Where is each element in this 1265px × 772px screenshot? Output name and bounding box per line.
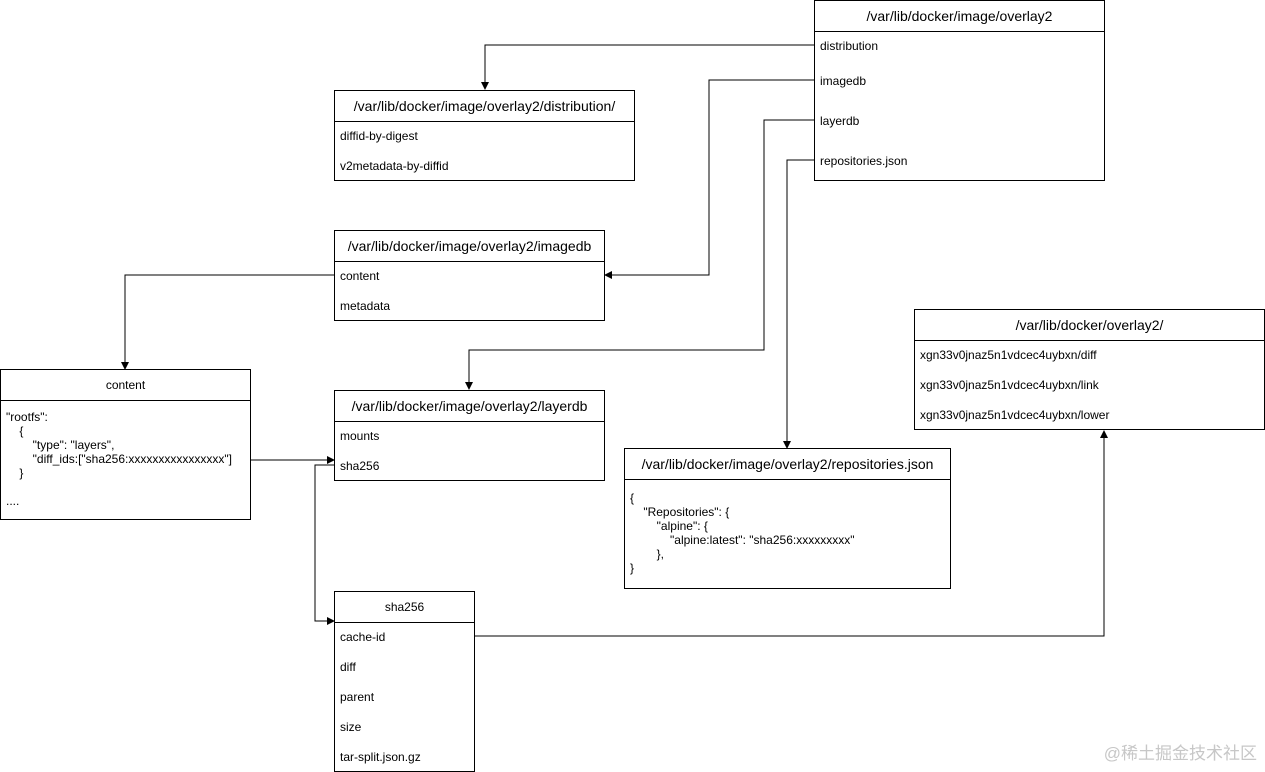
sha256-item-size: size <box>340 720 362 734</box>
sha256-title: sha256 <box>335 592 474 623</box>
imagedb-title: /var/lib/docker/image/overlay2/imagedb <box>335 231 604 262</box>
layerdb-item-sha256: sha256 <box>340 459 380 473</box>
imagedb-item-content: content <box>340 269 380 283</box>
overlay2-item-repositories: repositories.json <box>820 154 908 168</box>
sha256-item-diff: diff <box>340 660 356 674</box>
overlay2-item-imagedb: imagedb <box>820 74 867 88</box>
overlay2-item-layerdb: layerdb <box>820 114 860 128</box>
imagedb-item-metadata: metadata <box>340 299 391 313</box>
docker-overlay2-box: /var/lib/docker/overlay2/ xgn33v0jnaz5n1… <box>914 309 1265 430</box>
arrow-imagedb <box>604 79 815 279</box>
layerdb-box: /var/lib/docker/image/overlay2/layerdb m… <box>334 390 605 481</box>
sha256-item-cache-id: cache-id <box>340 630 386 644</box>
docker-overlay2-item-diff: xgn33v0jnaz5n1vdcec4uybxn/diff <box>920 348 1097 362</box>
overlay2-title: /var/lib/docker/image/overlay2 <box>815 1 1104 32</box>
overlay2-item-distribution: distribution <box>820 39 879 53</box>
content-json-body: "rootfs": { "type": "layers", "diff_ids:… <box>6 410 232 508</box>
arrow-repositories <box>783 159 815 449</box>
sha256-item-parent: parent <box>340 690 375 704</box>
content-title: content <box>1 370 250 401</box>
arrow-layerdb <box>465 119 815 390</box>
sha256-box: sha256 cache-id diff parent size tar-spl… <box>334 591 475 772</box>
arrow-sha256-overlay <box>474 430 1108 637</box>
distribution-item-v2metadata: v2metadata-by-diffid <box>340 159 449 173</box>
docker-overlay2-item-lower: xgn33v0jnaz5n1vdcec4uybxn/lower <box>920 408 1110 422</box>
repositories-box: /var/lib/docker/image/overlay2/repositor… <box>624 448 951 589</box>
repositories-title: /var/lib/docker/image/overlay2/repositor… <box>625 449 950 480</box>
watermark: @稀土掘金技术社区 <box>1103 744 1257 763</box>
overlay2-box: /var/lib/docker/image/overlay2 distribut… <box>814 0 1105 181</box>
distribution-title: /var/lib/docker/image/overlay2/distribut… <box>335 91 634 122</box>
imagedb-box: /var/lib/docker/image/overlay2/imagedb c… <box>334 230 605 321</box>
repositories-json-body: { "Repositories": { "alpine": { "alpine:… <box>630 491 855 575</box>
arrow-sha256-box <box>314 464 335 625</box>
distribution-item-diffid: diffid-by-digest <box>340 129 418 143</box>
layerdb-item-mounts: mounts <box>340 429 380 443</box>
sha256-item-tar-split: tar-split.json.gz <box>340 750 421 764</box>
content-box: content "rootfs": { "type": "layers", "d… <box>0 369 251 520</box>
docker-overlay2-title: /var/lib/docker/overlay2/ <box>915 310 1264 341</box>
arrow-imagedb-content <box>121 274 335 370</box>
docker-overlay2-item-link: xgn33v0jnaz5n1vdcec4uybxn/link <box>920 378 1099 392</box>
arrow-distribution <box>481 44 815 90</box>
layerdb-title: /var/lib/docker/image/overlay2/layerdb <box>335 391 604 422</box>
distribution-box: /var/lib/docker/image/overlay2/distribut… <box>334 90 635 181</box>
